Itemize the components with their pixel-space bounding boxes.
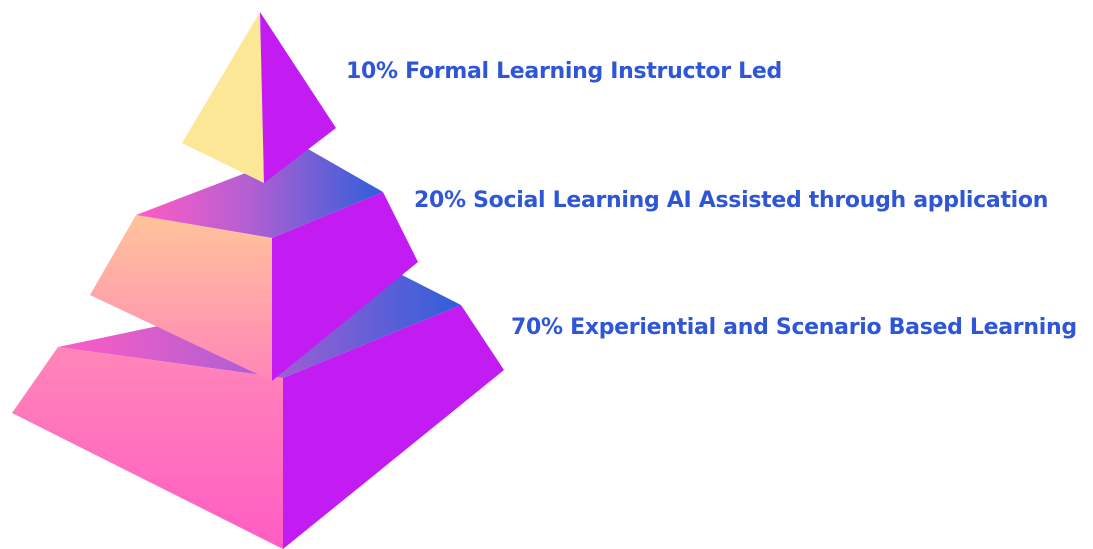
top-tier-right-face <box>260 12 336 183</box>
tier-label-top: 10% Formal Learning Instructor Led <box>346 59 782 84</box>
top-tier-left-face <box>182 12 264 183</box>
middle-tier-side-face <box>272 192 418 381</box>
tier-label-middle: 20% Social Learning AI Assisted through … <box>414 188 1049 213</box>
middle-tier-front-face <box>90 215 272 381</box>
bottom-tier-front-face <box>12 347 283 549</box>
middle-tier-top-face <box>136 149 383 238</box>
tier-label-bottom: 70% Experiential and Scenario Based Lear… <box>511 315 1077 340</box>
bottom-tier-side-face <box>283 305 504 549</box>
